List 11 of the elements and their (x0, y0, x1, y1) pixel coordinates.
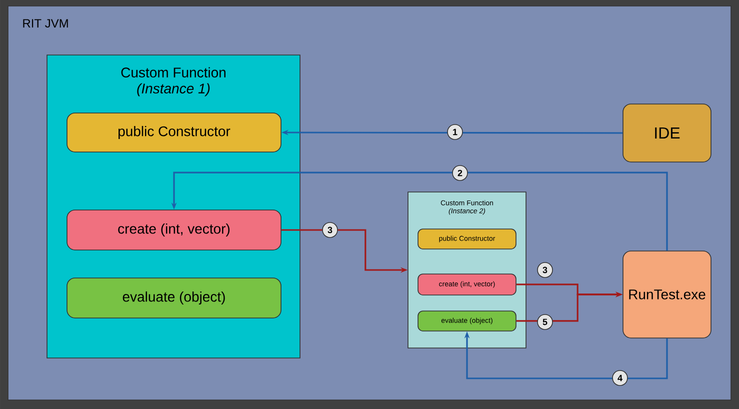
edge-label: 4 (612, 370, 628, 386)
edge-label: 5 (537, 314, 553, 330)
method-box: evaluate (object) (66, 278, 282, 318)
edge-label: 2 (452, 165, 468, 181)
method-box: create (int, vector) (66, 210, 282, 250)
process-box: RunTest.exe (622, 250, 712, 338)
edge-label: 3 (537, 262, 553, 278)
method-box: public Constructor (66, 112, 282, 152)
edge-label: 1 (447, 124, 463, 140)
process-box: IDE (622, 104, 712, 162)
edge-label: 3 (322, 222, 338, 238)
